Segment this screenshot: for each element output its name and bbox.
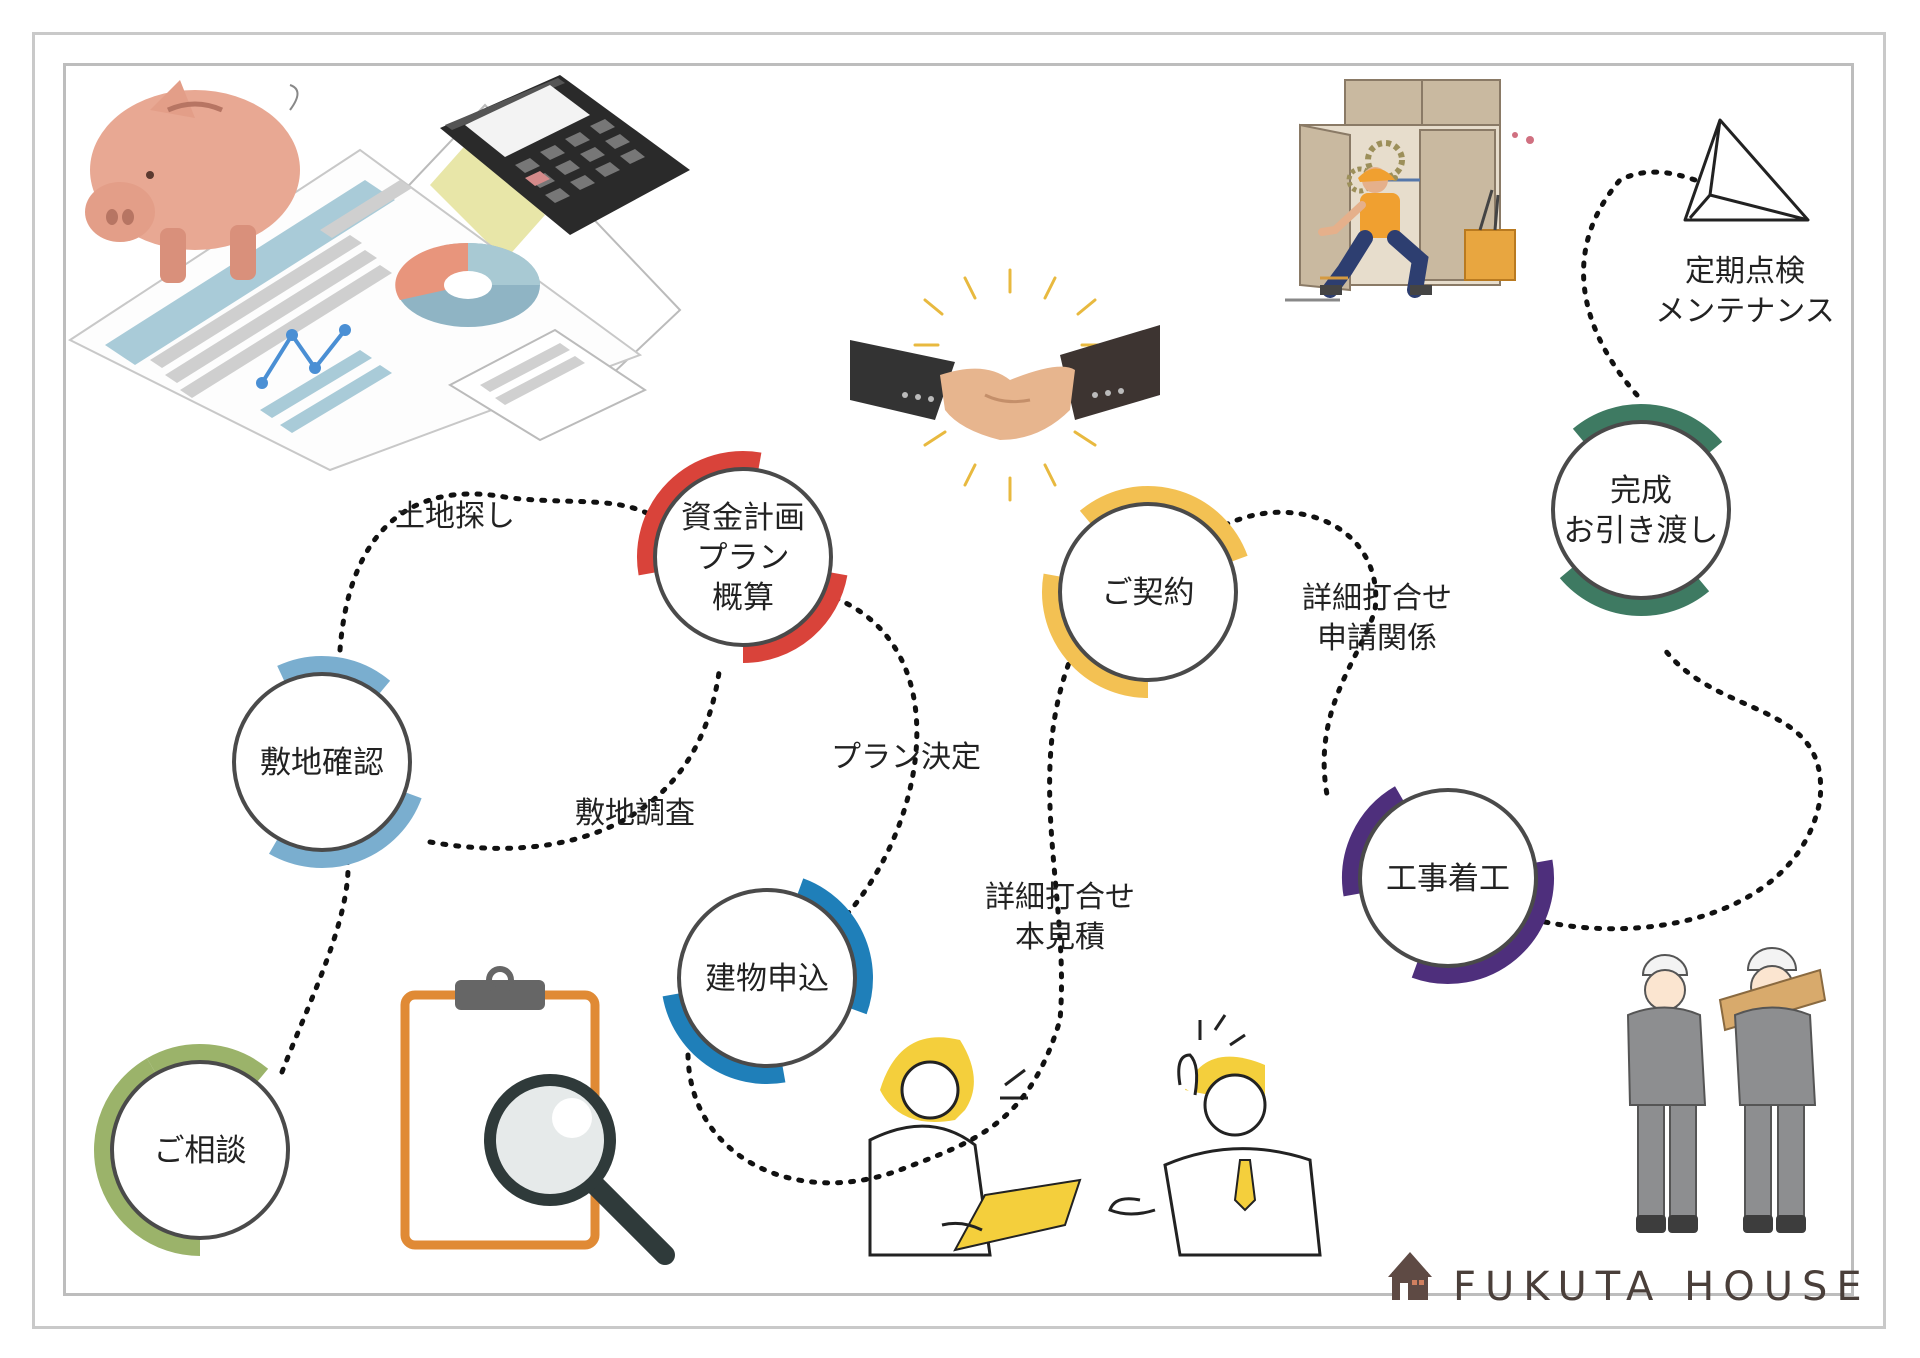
clipboard-magnifier-icon: [400, 966, 675, 1265]
flow-connectors: [279, 169, 1824, 1186]
step-construction-start-label: 工事着工: [1386, 861, 1510, 897]
step-construction-start: 工事着工: [1342, 786, 1554, 984]
calculator-icon: [440, 75, 690, 235]
label-detail-application-2: 申請関係: [1317, 621, 1437, 656]
step-site-confirmation-circle: [232, 672, 412, 852]
step-funding-plan-label: 資金計画: [681, 500, 805, 536]
step-contract-arc-2: [1079, 486, 1248, 563]
step-contract: ご契約: [1042, 486, 1248, 698]
brand-name: FUKUTA HOUSE: [1453, 1264, 1871, 1310]
label-detail-estimate-1: 詳細打合せ: [985, 880, 1135, 915]
finance-illustration-icon: [67, 75, 690, 472]
construction-workers-icon: [1626, 947, 1827, 1233]
step-site-confirmation-arc-2: [277, 656, 391, 697]
step-building-application-label: 建物申込: [705, 961, 829, 997]
house-logo-icon: [1388, 1252, 1432, 1300]
label-site-survey: 敷地調査: [575, 796, 695, 831]
connector-construction-to-completion: [1542, 647, 1824, 932]
step-building-application: 建物申込: [662, 878, 873, 1084]
inner-frame: [63, 63, 1854, 1296]
step-consultation-label: ご相談: [154, 1133, 247, 1169]
connector-site-to-funding-land: [337, 491, 663, 653]
step-building-application-arc-2: [796, 878, 873, 1015]
step-funding-plan-arc-1: [742, 571, 848, 663]
step-construction-start-arc-1: [1411, 859, 1554, 984]
step-completion-handover-label: 完成: [1610, 473, 1672, 509]
connector-labels: 土地探し 敷地調査 プラン決定 詳細打合せ 本見積 詳細打合せ 申請関係 定期点…: [395, 254, 1835, 955]
step-construction-start-circle: [1358, 788, 1538, 968]
bar-graph-icon: [256, 324, 392, 433]
step-consultation-arc-2: [147, 1044, 269, 1085]
step-site-confirmation-arc-1: [269, 791, 422, 868]
connector-building-to-contract: [685, 657, 1073, 1186]
connector-contract-to-construction: [1222, 509, 1379, 803]
step-consultation-circle: [110, 1060, 290, 1240]
connector-site-to-funding-survey: [427, 662, 723, 851]
maintenance-worker-icon: [1285, 79, 1534, 302]
label-land-search: 土地探し: [395, 499, 515, 534]
step-contract-label: ご契約: [1102, 575, 1195, 611]
step-site-confirmation: 敷地確認: [232, 656, 422, 868]
step-building-application-arc-1: [662, 992, 786, 1084]
step-funding-plan-label: 概算: [712, 580, 774, 616]
step-site-confirmation-label: 敷地確認: [260, 745, 384, 781]
step-completion-handover-arc-2: [1572, 404, 1723, 455]
piggy-bank-icon: [85, 80, 300, 283]
step-consultation: ご相談: [94, 1044, 290, 1256]
step-funding-plan-label: プラン: [697, 540, 790, 576]
connector-funding-to-building: [832, 595, 920, 923]
label-plan-decision: プラン決定: [831, 740, 981, 775]
step-contract-arc-1: [1042, 573, 1149, 698]
step-funding-plan-circle: [653, 467, 833, 647]
step-funding-plan-arc-2: [637, 451, 762, 576]
step-consultation-arc-1: [94, 1058, 201, 1256]
step-completion-handover-label: お引き渡し: [1564, 513, 1719, 549]
step-building-application-circle: [677, 888, 857, 1068]
step-completion-handover-circle: [1551, 420, 1731, 600]
paper-airplane-icon: [1683, 118, 1810, 222]
label-detail-application-1: 詳細打合せ: [1302, 581, 1452, 616]
meeting-people-icon: [868, 1014, 1322, 1257]
pie-chart-icon: [395, 242, 540, 327]
label-maintenance-1: 定期点検: [1685, 254, 1805, 289]
label-detail-estimate-2: 本見積: [1015, 920, 1105, 955]
brand-logo: FUKUTA HOUSE: [1388, 1252, 1871, 1310]
handshake-icon: [850, 268, 1160, 502]
step-construction-start-arc-2: [1342, 786, 1406, 897]
connector-completion-to-airplane: [1581, 169, 1698, 398]
step-contract-circle: [1058, 502, 1238, 682]
label-maintenance-2: メンテナンス: [1655, 294, 1834, 329]
step-completion-handover-arc-1: [1559, 565, 1710, 616]
connector-consult-to-site: [279, 859, 351, 1075]
